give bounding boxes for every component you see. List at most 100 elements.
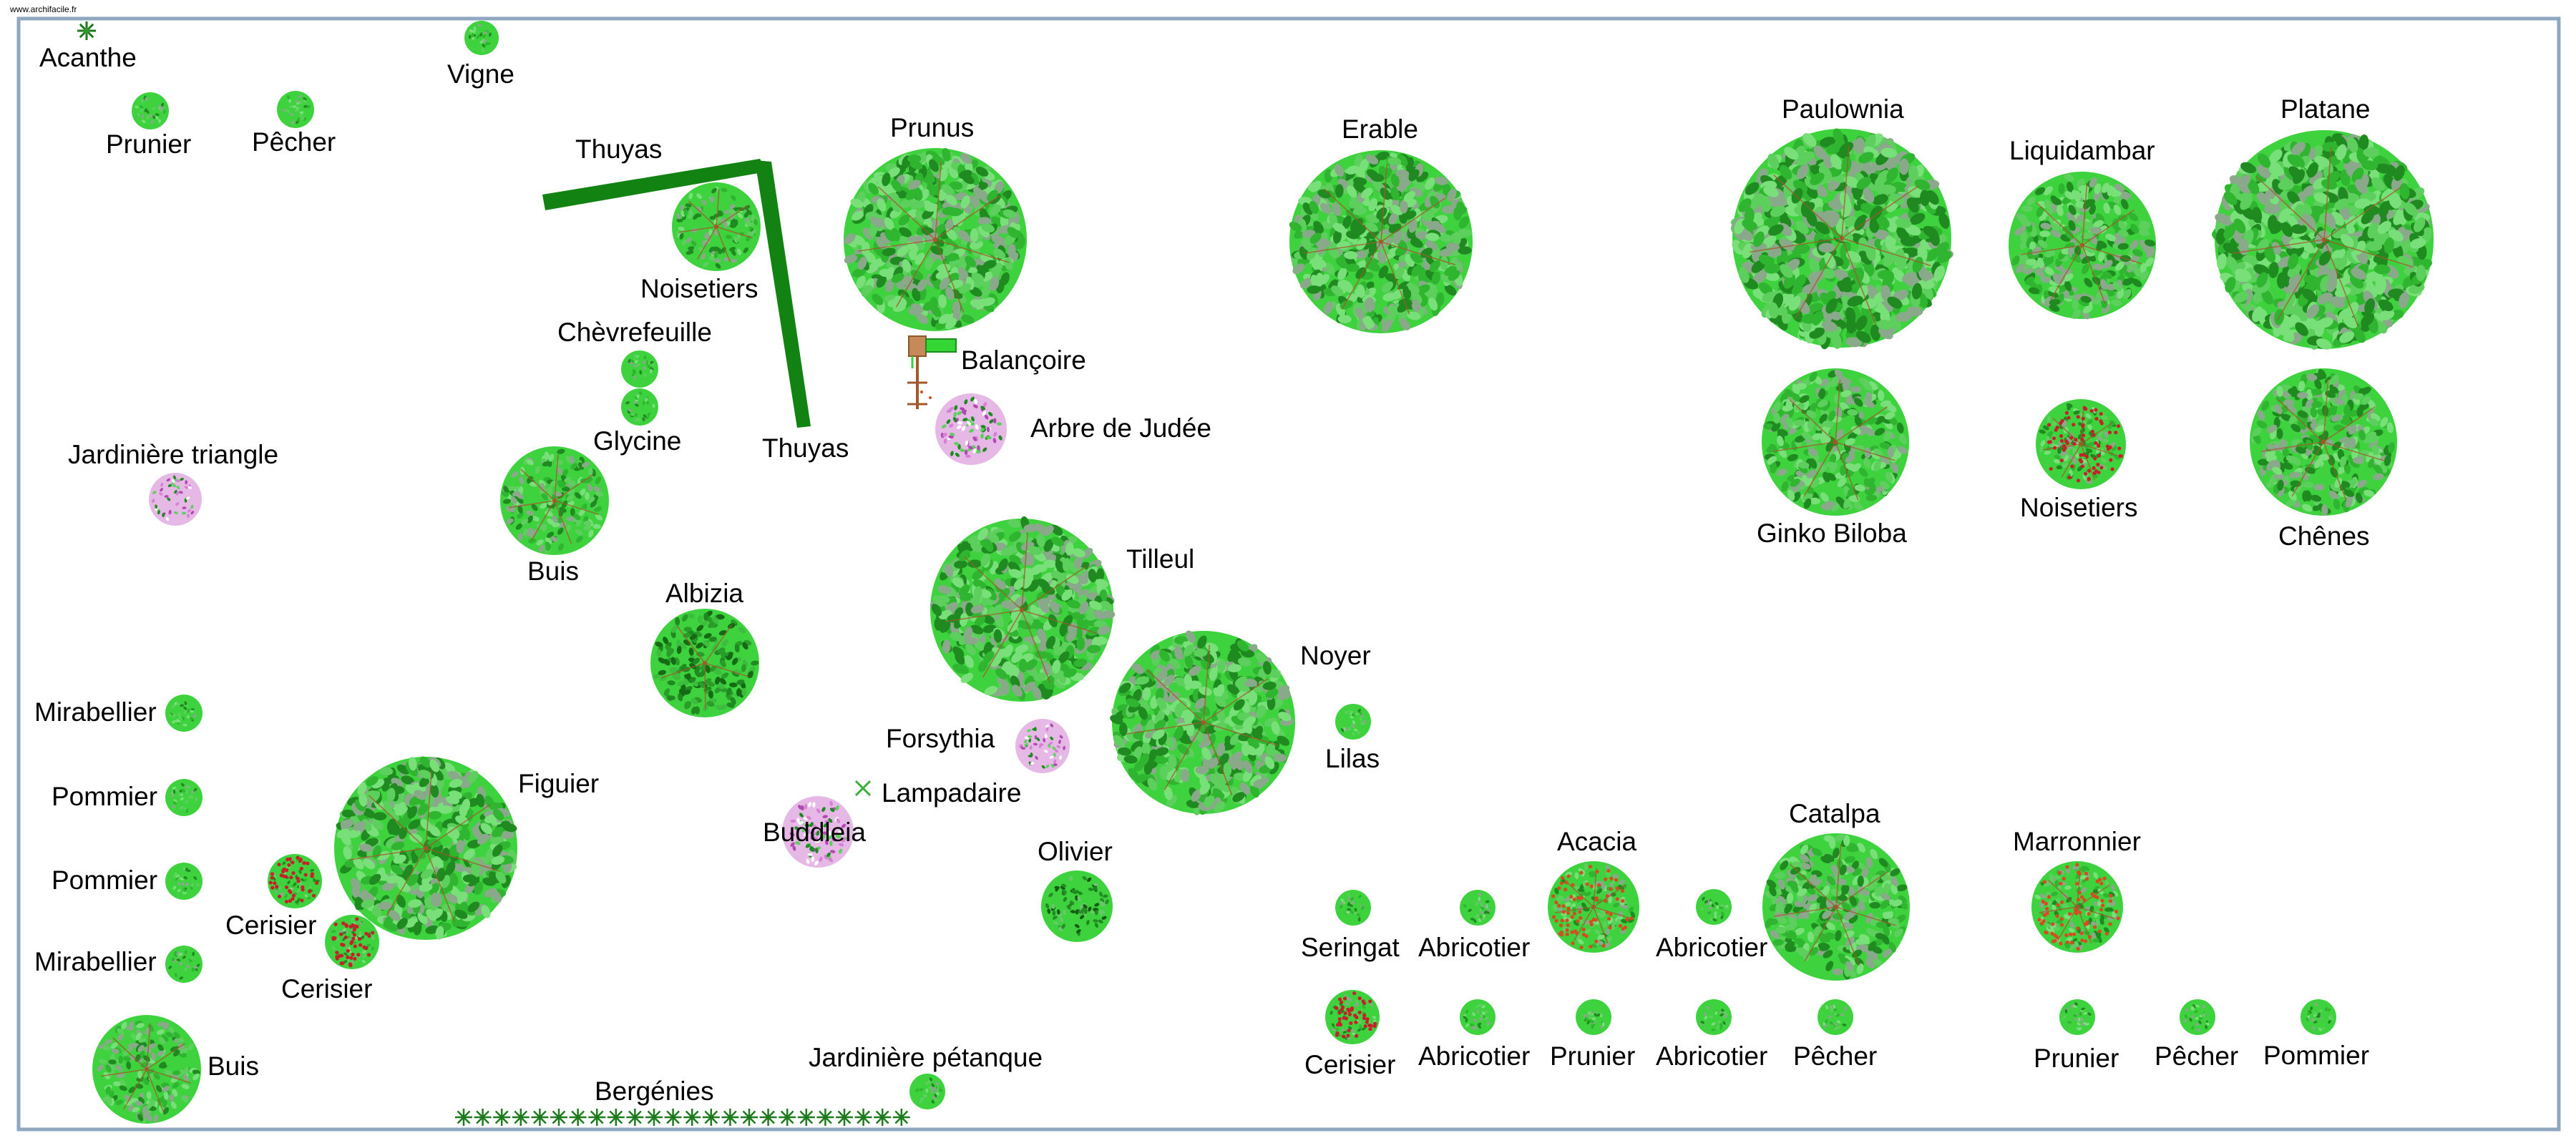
label-glycine: Glycine	[593, 426, 682, 456]
balancoire-swing	[907, 335, 957, 409]
tilleul-tree	[930, 516, 1116, 702]
prunier-shrub-3	[2059, 999, 2095, 1035]
prunier-shrub-2	[1576, 999, 1611, 1035]
label-prunier-3: Prunier	[2034, 1044, 2119, 1073]
lampadaire-lamp	[854, 780, 872, 797]
pommier-shrub-1	[165, 779, 203, 816]
catalpa-tree	[1762, 833, 1910, 981]
label-cerisier-3: Cerisier	[1304, 1050, 1396, 1079]
glycine-shrub	[621, 388, 658, 426]
figuier-tree	[334, 756, 517, 940]
label-pommier-1: Pommier	[52, 782, 158, 811]
label-buddleia: Buddleia	[763, 818, 867, 847]
noyer-tree	[1110, 630, 1295, 815]
buis-shrub-bottom	[92, 1015, 201, 1124]
cerisier-tree-3	[1325, 990, 1380, 1044]
label-albizia: Albizia	[665, 579, 743, 608]
label-vigne: Vigne	[447, 59, 514, 89]
label-acacia: Acacia	[1557, 827, 1637, 856]
vigne-shrub	[464, 21, 499, 55]
pecher-shrub-3	[2180, 999, 2215, 1035]
abricotier-shrub-3	[1460, 999, 1496, 1035]
label-prunier-1: Prunier	[106, 129, 192, 159]
abricotier-shrub-2	[1696, 889, 1732, 925]
mirabellier-shrub-2	[165, 946, 203, 983]
label-platane: Platane	[2280, 94, 2371, 124]
label-pecher-2: Pêcher	[1793, 1041, 1878, 1071]
label-pommier-3: Pommier	[2263, 1041, 2370, 1070]
label-erable: Erable	[1342, 114, 1418, 144]
label-chenes: Chênes	[2278, 521, 2370, 551]
buis-shrub-top	[500, 446, 609, 555]
label-arbre-de-judee: Arbre de Judée	[1030, 413, 1212, 443]
label-catalpa: Catalpa	[1789, 799, 1880, 828]
label-cerisier-2: Cerisier	[281, 974, 373, 1004]
thuyas-hedge-top	[542, 159, 767, 210]
label-olivier: Olivier	[1038, 837, 1113, 866]
label-buis-2: Buis	[208, 1051, 259, 1081]
paulownia-tree	[1730, 128, 1953, 350]
pommier-shrub-3	[2301, 999, 2336, 1035]
label-jardiniere-triangle: Jardinière triangle	[68, 440, 279, 469]
label-thuyas-top: Thuyas	[575, 134, 663, 164]
albizia-tree	[650, 609, 759, 717]
label-pecher-3: Pêcher	[2155, 1041, 2239, 1071]
label-mirabellier-2: Mirabellier	[34, 947, 157, 976]
olivier-tree	[1041, 870, 1113, 942]
forsythia-shrub	[1015, 719, 1070, 773]
label-figuier: Figuier	[518, 769, 600, 798]
marronnier-tree	[2031, 861, 2123, 953]
label-noyer: Noyer	[1300, 641, 1371, 670]
label-paulownia: Paulownia	[1782, 94, 1904, 124]
label-ginko-biloba: Ginko Biloba	[1757, 519, 1907, 548]
abricotier-shrub-4	[1696, 999, 1732, 1035]
platane-tree	[2212, 130, 2434, 350]
ginko-biloba-tree	[1762, 368, 1909, 516]
noisetiers-tree-right	[2036, 399, 2126, 489]
cerisier-tree-1	[268, 854, 322, 908]
lilas-shrub	[1335, 704, 1371, 740]
label-jardiniere-petanque: Jardinière pétanque	[809, 1043, 1043, 1072]
label-forsythia: Forsythia	[886, 724, 995, 753]
label-pecher-1: Pêcher	[252, 127, 336, 157]
label-noisetiers-2: Noisetiers	[2020, 493, 2138, 522]
label-pommier-2: Pommier	[52, 865, 158, 895]
label-acanthe: Acanthe	[39, 43, 137, 72]
acanthe-plant	[77, 21, 96, 40]
thuyas-hedge-side	[755, 160, 811, 428]
chenes-tree	[2250, 368, 2397, 516]
label-abricotier-3: Abricotier	[1418, 1041, 1531, 1071]
bergenies-row	[455, 1109, 910, 1126]
label-abricotier-4: Abricotier	[1656, 1041, 1768, 1071]
label-mirabellier-1: Mirabellier	[34, 697, 157, 727]
buddleia-shrub	[782, 796, 854, 868]
mirabellier-shrub-1	[165, 695, 203, 732]
label-seringat: Seringat	[1301, 933, 1400, 962]
label-buis-1: Buis	[527, 556, 579, 586]
label-chevrefeuille: Chèvrefeuille	[557, 318, 712, 347]
cerisier-tree-2	[325, 915, 379, 969]
label-thuyas-bottom: Thuyas	[762, 433, 849, 463]
prunus-tree	[844, 147, 1027, 331]
seringat-shrub	[1335, 890, 1371, 926]
label-prunier-2: Prunier	[1550, 1041, 1636, 1071]
chevrefeuille-shrub	[621, 350, 658, 388]
noisetiers-shrub-left	[672, 182, 761, 271]
label-noisetiers-1: Noisetiers	[640, 274, 758, 303]
label-lilas: Lilas	[1325, 744, 1380, 773]
label-bergenies: Bergénies	[595, 1076, 714, 1106]
prunier-shrub-1	[132, 92, 169, 129]
label-liquidambar: Liquidambar	[2009, 136, 2155, 165]
abricotier-shrub-1	[1460, 890, 1496, 926]
pecher-shrub-2	[1818, 999, 1853, 1035]
jardiniere-triangle-shrub	[149, 473, 202, 526]
label-marronnier: Marronnier	[2013, 827, 2141, 856]
pommier-shrub-2	[165, 863, 203, 900]
label-abricotier-1: Abricotier	[1418, 933, 1531, 962]
liquidambar-tree	[2009, 172, 2156, 320]
label-lampadaire: Lampadaire	[882, 778, 1022, 808]
label-abricotier-2: Abricotier	[1656, 933, 1768, 962]
pecher-shrub-1	[277, 91, 314, 128]
erable-tree	[1289, 150, 1473, 333]
